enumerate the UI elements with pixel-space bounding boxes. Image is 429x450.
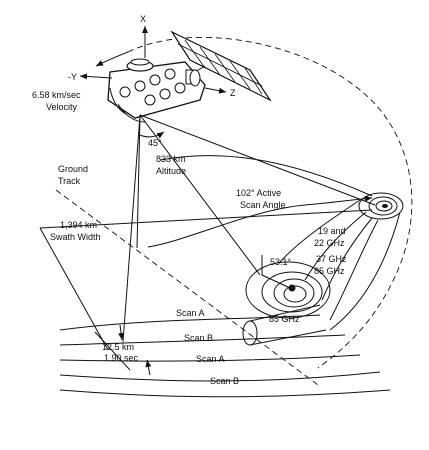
ground-track-label-1: Ground bbox=[58, 164, 88, 174]
spacing-label-1: 12.5 km bbox=[102, 342, 134, 352]
nadir-line bbox=[136, 114, 141, 249]
scan-b-label-2: Scan B bbox=[210, 376, 239, 386]
spacing-arrow-bottom bbox=[145, 359, 152, 376]
y-axis-label: -Y bbox=[68, 72, 77, 82]
sweep-curve-5 bbox=[329, 211, 401, 331]
ground-track-line bbox=[55, 189, 319, 386]
altitude-label-2: Altitude bbox=[156, 166, 186, 176]
velocity-arrow bbox=[95, 51, 129, 67]
swath-edge-tick bbox=[94, 331, 131, 371]
angle-45-label: 45° bbox=[148, 138, 162, 148]
swath-edge-line bbox=[39, 227, 109, 351]
near-footprint-group bbox=[245, 261, 331, 319]
spacing-arrow-top bbox=[118, 324, 125, 341]
z-axis-arrow bbox=[204, 87, 227, 94]
beam-to-near-ground bbox=[122, 114, 141, 343]
freq-85-upper-label: 85 GHz bbox=[314, 266, 345, 276]
angle-531-marker bbox=[261, 255, 291, 289]
scan-arc-1 bbox=[59, 314, 321, 331]
scan-arc-5 bbox=[59, 389, 391, 398]
orbit-dashed-ellipse bbox=[127, 37, 413, 369]
scan-b-label-1: Scan B bbox=[184, 333, 213, 343]
x-axis-label: X bbox=[140, 14, 146, 24]
scan-arc-4 bbox=[59, 371, 381, 382]
scan-a-label-2: Scan A bbox=[196, 354, 225, 364]
beam-to-near-end bbox=[139, 114, 261, 276]
spacing-label-2: 1.90 sec bbox=[104, 353, 139, 363]
scan-arc-3 bbox=[59, 354, 361, 362]
freq-19-22-label-1: 19 and bbox=[318, 226, 346, 236]
sweep-curve-2 bbox=[304, 211, 367, 281]
solar-panel bbox=[170, 30, 272, 102]
scan-angle-label-1: 102° Active bbox=[236, 188, 281, 198]
sweep-curve-1 bbox=[279, 199, 361, 263]
sweep-curve-4 bbox=[329, 219, 379, 321]
angle-531-label: 53.1° bbox=[270, 257, 292, 267]
y-axis-arrow bbox=[79, 73, 113, 80]
freq-85-lower-label: 85 GHz bbox=[269, 314, 300, 324]
far-footprint-group bbox=[358, 192, 404, 220]
satellite-body bbox=[107, 58, 206, 123]
scan-angle-arc bbox=[147, 195, 373, 248]
velocity-label-1: 6.58 km/sec bbox=[32, 90, 81, 100]
altitude-label-1: 833 km bbox=[156, 154, 186, 164]
z-axis-label: Z bbox=[230, 88, 236, 98]
velocity-label-2: Velocity bbox=[46, 102, 78, 112]
scan-angle-arc-upper bbox=[159, 155, 373, 197]
ground-track-label-2: Track bbox=[58, 176, 81, 186]
swath-label-2: Swath Width bbox=[50, 232, 101, 242]
scan-a-label-1: Scan A bbox=[176, 308, 205, 318]
freq-19-22-label-2: 22 GHz bbox=[314, 238, 345, 248]
scan-angle-label-2: Scan Angle bbox=[240, 200, 286, 210]
angle-45-arc bbox=[139, 131, 165, 139]
freq-37-label: 37 GHz bbox=[316, 254, 347, 264]
swath-label-1: 1,394 km bbox=[60, 220, 97, 230]
scan-arc-2 bbox=[59, 334, 346, 346]
swath-width-line bbox=[39, 209, 373, 229]
sweep-curve-3 bbox=[321, 217, 373, 301]
